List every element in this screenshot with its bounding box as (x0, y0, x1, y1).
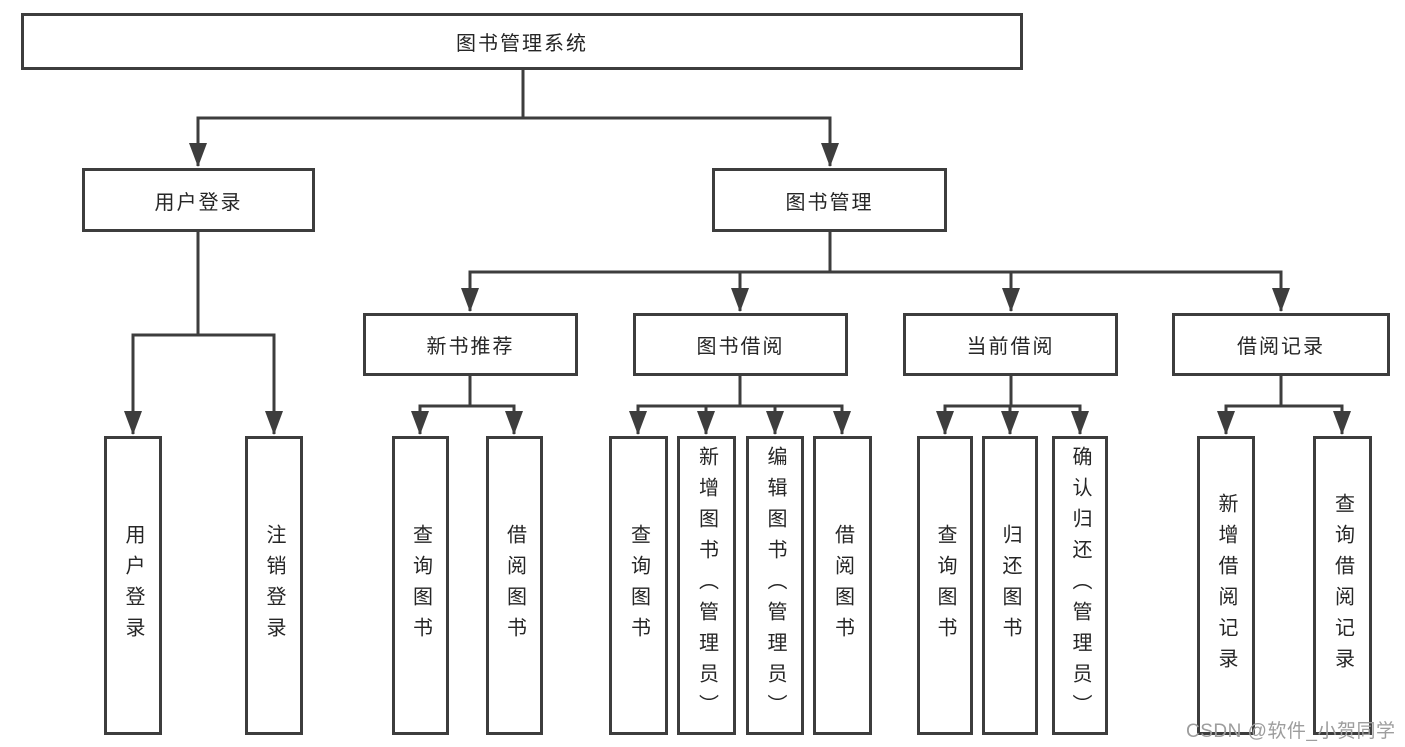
leaf-borrow-books-newbook-label: 借阅图书 (503, 523, 526, 648)
leaf-return-books: 归还图书 (982, 436, 1038, 735)
leaf-add-book-admin-label: 新增图书（管理员） (695, 446, 718, 725)
leaf-logout: 注销登录 (245, 436, 303, 735)
leaf-query-borrow-record-label: 查询借阅记录 (1331, 492, 1354, 679)
leaf-user-login: 用户登录 (104, 436, 162, 735)
leaf-query-books-current-label: 查询图书 (934, 523, 956, 648)
leaf-query-books-current: 查询图书 (917, 436, 973, 735)
leaf-query-books-newbook-label: 查询图书 (409, 523, 432, 648)
leaf-edit-book-admin-label: 编辑图书（管理员） (764, 446, 786, 725)
leaf-query-borrow-record: 查询借阅记录 (1313, 436, 1372, 735)
node-current-borrowing-label: 当前借阅 (966, 336, 1055, 358)
node-borrowing-records-label: 借阅记录 (1237, 336, 1325, 358)
connector-current-borrow-children (936, 376, 1089, 435)
leaf-return-books-label: 归还图书 (999, 523, 1021, 648)
leaf-confirm-return-admin-label: 确认归还（管理员） (1069, 446, 1091, 725)
node-library-system-label: 图书管理系统 (456, 33, 588, 55)
node-current-borrowing: 当前借阅 (903, 313, 1118, 376)
leaf-add-borrow-record: 新增借阅记录 (1197, 436, 1255, 735)
connector-borrow-record-children (1217, 376, 1351, 435)
leaf-borrow-books-newbook: 借阅图书 (486, 436, 543, 735)
connector-book-mgmt-children (461, 232, 1290, 312)
connector-root-to-level2 (189, 70, 839, 167)
leaf-logout-label: 注销登录 (263, 523, 285, 648)
leaf-confirm-return-admin: 确认归还（管理员） (1052, 436, 1108, 735)
node-library-system: 图书管理系统 (21, 13, 1023, 70)
connector-user-login-children (124, 232, 283, 435)
node-new-book-recommend: 新书推荐 (363, 313, 578, 376)
node-book-borrowing-label: 图书借阅 (696, 336, 785, 358)
leaf-edit-book-admin: 编辑图书（管理员） (746, 436, 804, 735)
node-borrowing-records: 借阅记录 (1172, 313, 1390, 376)
leaf-query-books-borrow: 查询图书 (609, 436, 668, 735)
node-book-borrowing: 图书借阅 (633, 313, 848, 376)
leaf-add-book-admin: 新增图书（管理员） (677, 436, 736, 735)
connector-book-borrow-children (629, 376, 851, 435)
node-user-login-label: 用户登录 (154, 191, 243, 214)
leaf-query-books-borrow-label: 查询图书 (627, 523, 650, 648)
node-book-management-label: 图书管理 (785, 191, 874, 214)
leaf-user-login-label: 用户登录 (122, 523, 144, 648)
leaf-borrow-books-borrow: 借阅图书 (813, 436, 872, 735)
node-new-book-recommend-label: 新书推荐 (426, 336, 515, 358)
csdn-watermark: CSDN @软件_小贺同学 (1186, 721, 1396, 742)
leaf-add-borrow-record-label: 新增借阅记录 (1215, 492, 1237, 679)
leaf-query-books-newbook: 查询图书 (392, 436, 449, 735)
connector-new-book-children (411, 376, 523, 435)
node-user-login: 用户登录 (82, 168, 315, 232)
leaf-borrow-books-borrow-label: 借阅图书 (831, 523, 854, 648)
node-book-management: 图书管理 (712, 168, 947, 232)
